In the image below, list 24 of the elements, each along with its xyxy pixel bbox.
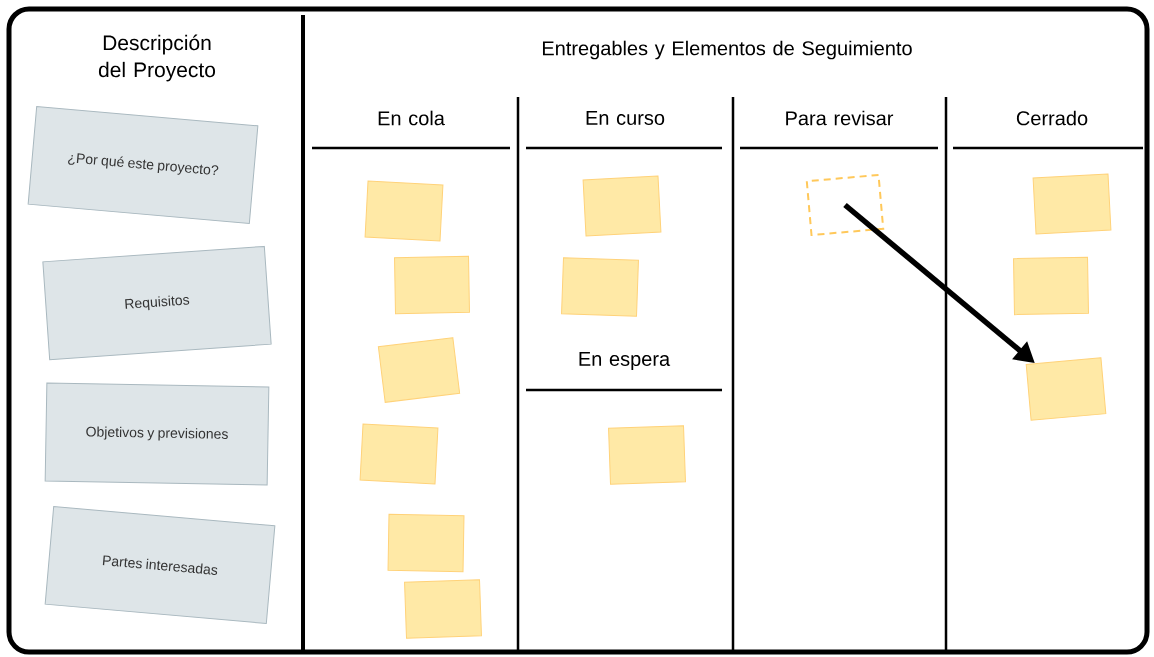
project-card: ¿Por qué este proyecto? (27, 106, 259, 224)
sticky-note (1032, 173, 1112, 235)
sticky-note (394, 255, 470, 315)
sticky-note-outline (805, 173, 885, 237)
column-heading: En cola (378, 110, 445, 126)
column-heading: En espera (579, 352, 671, 370)
project-card: Requisitos (42, 245, 272, 361)
sticky-note (404, 579, 482, 639)
sticky-note (561, 257, 639, 317)
board-heading: Entregables y Elementos de Seguimiento (543, 40, 912, 60)
sticky-note (608, 425, 686, 485)
sticky-note (377, 337, 461, 403)
sticky-note (359, 423, 439, 485)
sticky-note (364, 180, 444, 242)
column-heading: En curso (586, 111, 665, 125)
project-card: Partes interesadas (44, 506, 276, 624)
sticky-note (1025, 357, 1107, 421)
sticky-note (1013, 256, 1089, 316)
project-card: Objetivos y previsiones (44, 382, 270, 486)
sticky-note (582, 175, 662, 237)
heading: Descripción del Proyecto (98, 34, 216, 82)
column-heading: Para revisar (786, 110, 894, 126)
column-heading: Cerrado (1016, 110, 1088, 126)
sticky-note (387, 513, 465, 573)
